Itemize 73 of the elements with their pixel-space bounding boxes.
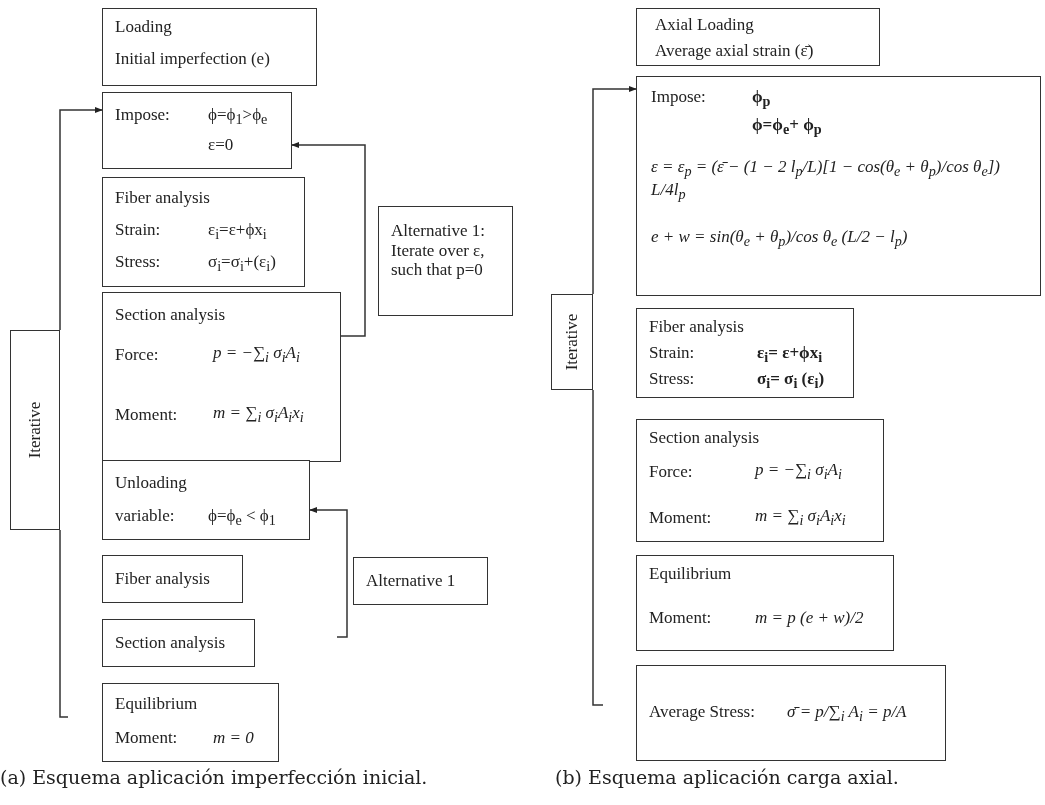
step-heading: Fiber analysis [649, 317, 744, 337]
step-heading: Section analysis [649, 428, 759, 448]
note-text: Alternative 1 [366, 571, 456, 591]
step-heading: Impose: [651, 87, 706, 107]
field-label: Strain: [649, 343, 695, 363]
formula: p = −∑$_{i}$ σ$_{i}$A$_{i}$ [213, 343, 300, 366]
connector-arrow [59, 106, 103, 331]
formula: m = ∑$_{i}$ σ$_{i}$A$_{i}$x$_{i}$ [213, 403, 304, 426]
connector-arrow [309, 506, 348, 638]
process-box [102, 460, 310, 540]
formula: ϕ=ϕ$_{e}$ < ϕ$_{1}$ [208, 506, 276, 529]
field-label: Moment: [115, 728, 178, 748]
field-label: Force: [649, 462, 693, 482]
connector-arrow [291, 141, 366, 337]
formula: σ$_{i}$=σ$_{i}$+(ε$_{i}$) [208, 252, 276, 275]
step-heading: Section analysis [115, 633, 225, 653]
field-label: Strain: [115, 220, 161, 240]
process-box [102, 8, 317, 86]
process-box [102, 292, 341, 462]
step-heading: Equilibrium [649, 564, 732, 584]
field-label: Force: [115, 345, 159, 365]
process-box [102, 177, 305, 287]
step-heading: Fiber analysis [115, 188, 210, 208]
connector-line [592, 389, 604, 706]
step-heading: Initial imperfection (e) [115, 49, 270, 69]
field-label: variable: [115, 506, 175, 526]
field-label: Moment: [649, 508, 712, 528]
process-box [636, 308, 854, 398]
formula: σ̄ = p/∑$_{i}$ A$_{i}$ = p/A [787, 702, 907, 725]
process-box [102, 683, 279, 762]
field-label: Moment: [649, 608, 712, 628]
formula: ϕ=ϕ$_{e}$+ ϕ$_{p}$ [752, 115, 822, 138]
process-box [102, 619, 255, 667]
formula: p = −∑$_{i}$ σ$_{i}$A$_{i}$ [755, 460, 842, 483]
loop-label: Iterative [562, 313, 582, 371]
step-heading: Unloading [115, 473, 187, 493]
process-box [636, 555, 894, 651]
step-heading: Fiber analysis [115, 569, 210, 589]
formula: m = 0 [213, 728, 254, 748]
formula: ε=0 [208, 135, 234, 155]
formula: ϕ=ϕ$_{1}$>ϕ$_{e}$ [208, 105, 268, 128]
connector-line [59, 529, 69, 718]
formula: ϕ$_{p}$ [752, 87, 771, 110]
step-heading: Equilibrium [115, 694, 198, 714]
note-box [353, 557, 488, 605]
process-box [636, 76, 1041, 296]
field-label: Stress: [115, 252, 161, 272]
loop-label-box [551, 294, 593, 390]
note-box [378, 206, 513, 316]
formula: ε = ε$_{p}$ = (ε̄ − (1 − 2 l$_{p}$/L)[1 − cos(θ$_{e}$ + θ$_{p}$)/cos θ$_{e}$]) L/4l$_{p}$ [651, 157, 1001, 203]
loop-label-box [10, 330, 60, 530]
step-heading: Section analysis [115, 305, 225, 325]
process-box [102, 555, 243, 603]
formula: ε$_{i}$=ε+ϕx$_{i}$ [208, 220, 267, 243]
formula: m = ∑$_{i}$ σ$_{i}$A$_{i}$x$_{i}$ [755, 506, 846, 529]
step-heading: Impose: [115, 105, 170, 125]
connector-arrow [592, 85, 637, 295]
formula: m = p (e + w)/2 [755, 608, 864, 628]
process-box [102, 92, 292, 169]
process-box [636, 419, 884, 542]
note-text: Alternative 1: Iterate over ε, such that p=0 [391, 221, 486, 280]
process-box [636, 8, 880, 66]
field-label: Stress: [649, 369, 695, 389]
field-label: Average Stress: [649, 702, 755, 722]
step-heading: Loading [115, 17, 172, 37]
step-heading: Average axial strain (ε̄) [655, 41, 814, 61]
field-label: Moment: [115, 405, 178, 425]
loop-label: Iterative [25, 401, 45, 459]
process-box [636, 665, 946, 761]
formula: σ$_{i}$= σ$_{i}$ (ε$_{i}$) [757, 369, 825, 392]
formula: e + w = sin(θ$_{e}$ + θ$_{p}$)/cos θ$_{e}$ (L/2 − l$_{p}$) [651, 227, 909, 250]
step-heading: Axial Loading [655, 15, 754, 35]
formula: ε$_{i}$= ε+ϕx$_{i}$ [757, 343, 823, 366]
